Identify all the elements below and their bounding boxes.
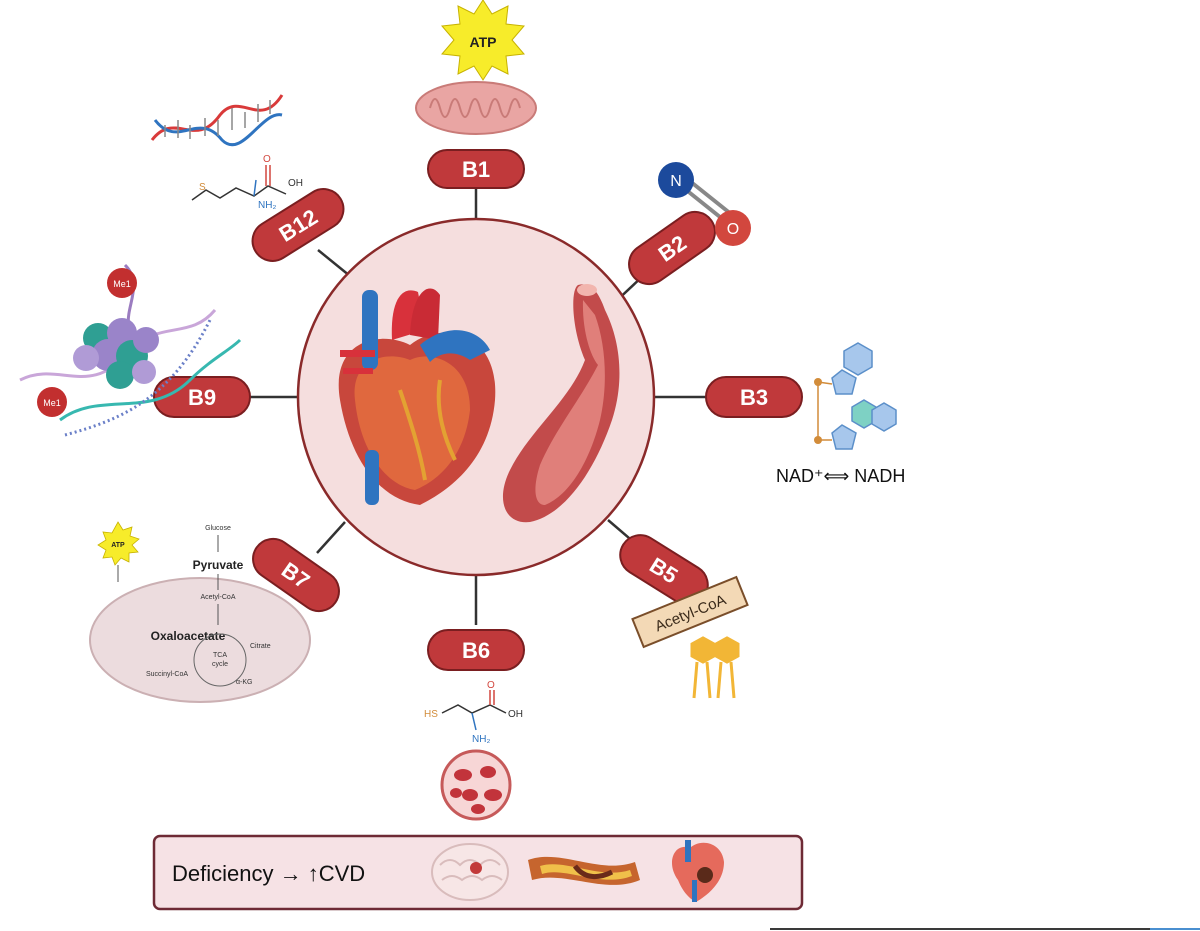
b2-n-label: N bbox=[670, 173, 682, 190]
brain-icon bbox=[431, 843, 509, 901]
pill-b1[interactable]: B1 bbox=[427, 149, 525, 189]
homocysteine-structure-icon bbox=[441, 690, 507, 731]
b12-oh-label: OH bbox=[288, 178, 303, 189]
b12-o-label: O bbox=[263, 154, 271, 165]
b3-nad-label: NAD⁺⟺ NADH bbox=[776, 466, 905, 486]
pill-b3-label: B3 bbox=[740, 385, 768, 410]
b9-me-bottom-label: Me1 bbox=[43, 398, 61, 408]
b6-oh-label: OH bbox=[508, 709, 523, 720]
nad-molecule-icon bbox=[814, 342, 897, 450]
mitochondrion-icon bbox=[89, 577, 311, 703]
b7-pyruvate-label: Pyruvate bbox=[193, 558, 244, 572]
b12-panel: O OH S NH₂ bbox=[150, 94, 303, 211]
b2-panel: N O bbox=[658, 162, 751, 246]
heart-illustration bbox=[338, 288, 496, 505]
b1-panel: ATP bbox=[415, 0, 537, 135]
pill-b6-label: B6 bbox=[462, 638, 490, 663]
b6-panel: HS OH O NH₂ bbox=[424, 680, 523, 821]
chromatin-dna-icon bbox=[19, 263, 242, 437]
b5-panel: Acetyl-CoA bbox=[631, 575, 749, 699]
b6-hs-label: HS bbox=[424, 709, 438, 720]
blood-vessel-illustration bbox=[502, 284, 620, 523]
b7-acetyl-coa-label: Acetyl-CoA bbox=[200, 594, 235, 601]
b7-glucose-label: Glucose bbox=[205, 525, 231, 532]
pill-b9-label: B9 bbox=[188, 385, 216, 410]
atp-starburst-icon bbox=[97, 521, 140, 566]
pill-b3[interactable]: B3 bbox=[705, 376, 803, 418]
methionine-structure-icon bbox=[191, 165, 287, 201]
pill-b1-label: B1 bbox=[462, 157, 490, 182]
b3-panel: NAD⁺⟺ NADH bbox=[776, 342, 905, 486]
b9-panel: Me1 Me1 bbox=[19, 263, 242, 437]
dna-helix-icon bbox=[150, 94, 284, 147]
b7-tca-label: TCA bbox=[213, 652, 227, 659]
b1-atp-label: ATP bbox=[470, 34, 497, 50]
tca-cycle-icon bbox=[193, 633, 247, 687]
b6-nh2-label: NH₂ bbox=[472, 734, 490, 745]
b7-succinyl-coa-label: Succinyl-CoA bbox=[146, 671, 188, 678]
acetyl-coa-tag bbox=[631, 575, 749, 649]
b7-citrate-label: Citrate bbox=[250, 643, 271, 650]
pill-b7[interactable]: B7 bbox=[245, 531, 347, 619]
pill-b12[interactable]: B12 bbox=[245, 182, 351, 269]
b7-oxaloacetate-label: Oxaloacetate bbox=[151, 629, 226, 643]
phospholipid-icon bbox=[690, 636, 740, 699]
pill-b2[interactable]: B2 bbox=[621, 204, 723, 292]
b7-ketoglutarate-label: α-KG bbox=[236, 679, 253, 686]
mitochondrion-icon bbox=[415, 81, 537, 135]
pill-b5[interactable]: B5 bbox=[613, 528, 716, 613]
b6-o-label: O bbox=[487, 680, 495, 691]
b2-o-label: O bbox=[727, 221, 739, 238]
b7-panel: ATP Glucose Pyruvate Acetyl-CoA Oxaloace… bbox=[89, 521, 311, 703]
pill-b6[interactable]: B6 bbox=[427, 629, 525, 671]
red-blood-cell-icon bbox=[440, 749, 512, 821]
artery-plaque-icon bbox=[528, 856, 640, 885]
b9-me-top-label: Me1 bbox=[113, 279, 131, 289]
pill-b9[interactable]: B9 bbox=[153, 376, 251, 418]
footer-panel: Deficiency → ↑CVD bbox=[152, 834, 804, 911]
atp-starburst-icon bbox=[441, 0, 525, 81]
methyl-tag-icon bbox=[37, 387, 67, 417]
methyl-tag-icon bbox=[107, 268, 137, 298]
nitrogen-atom-icon bbox=[658, 162, 694, 198]
footer-deficiency-text: Deficiency → ↑CVD bbox=[172, 861, 365, 886]
b7-atp-label: ATP bbox=[111, 542, 125, 549]
b12-nh2-label: NH₂ bbox=[258, 200, 276, 211]
heart-damage-icon bbox=[671, 840, 724, 902]
b12-s-label: S bbox=[199, 182, 206, 193]
b7-cycle-label: cycle bbox=[212, 661, 228, 668]
oxygen-atom-icon bbox=[715, 210, 751, 246]
